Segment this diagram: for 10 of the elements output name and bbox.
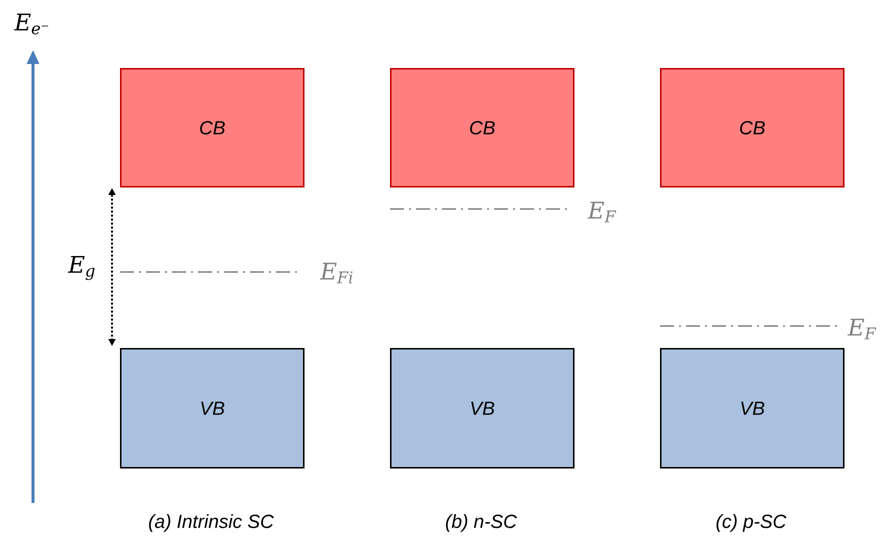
valence-band-box: VB	[390, 348, 574, 468]
valence-band-box: VB	[660, 348, 844, 468]
energy-label: E$_{g}$	[68, 256, 95, 280]
conduction-band-box: CB	[390, 68, 574, 188]
fermi-level-label: E$_{F}$	[587, 202, 616, 222]
fermi-level-label: E$_{Fi}$	[320, 262, 352, 284]
conduction-band-box: CB	[660, 68, 844, 188]
conduction-band-box: CB	[120, 68, 304, 188]
valence-band-box: VB	[120, 348, 304, 468]
caption: (c) p-SC	[716, 514, 786, 532]
